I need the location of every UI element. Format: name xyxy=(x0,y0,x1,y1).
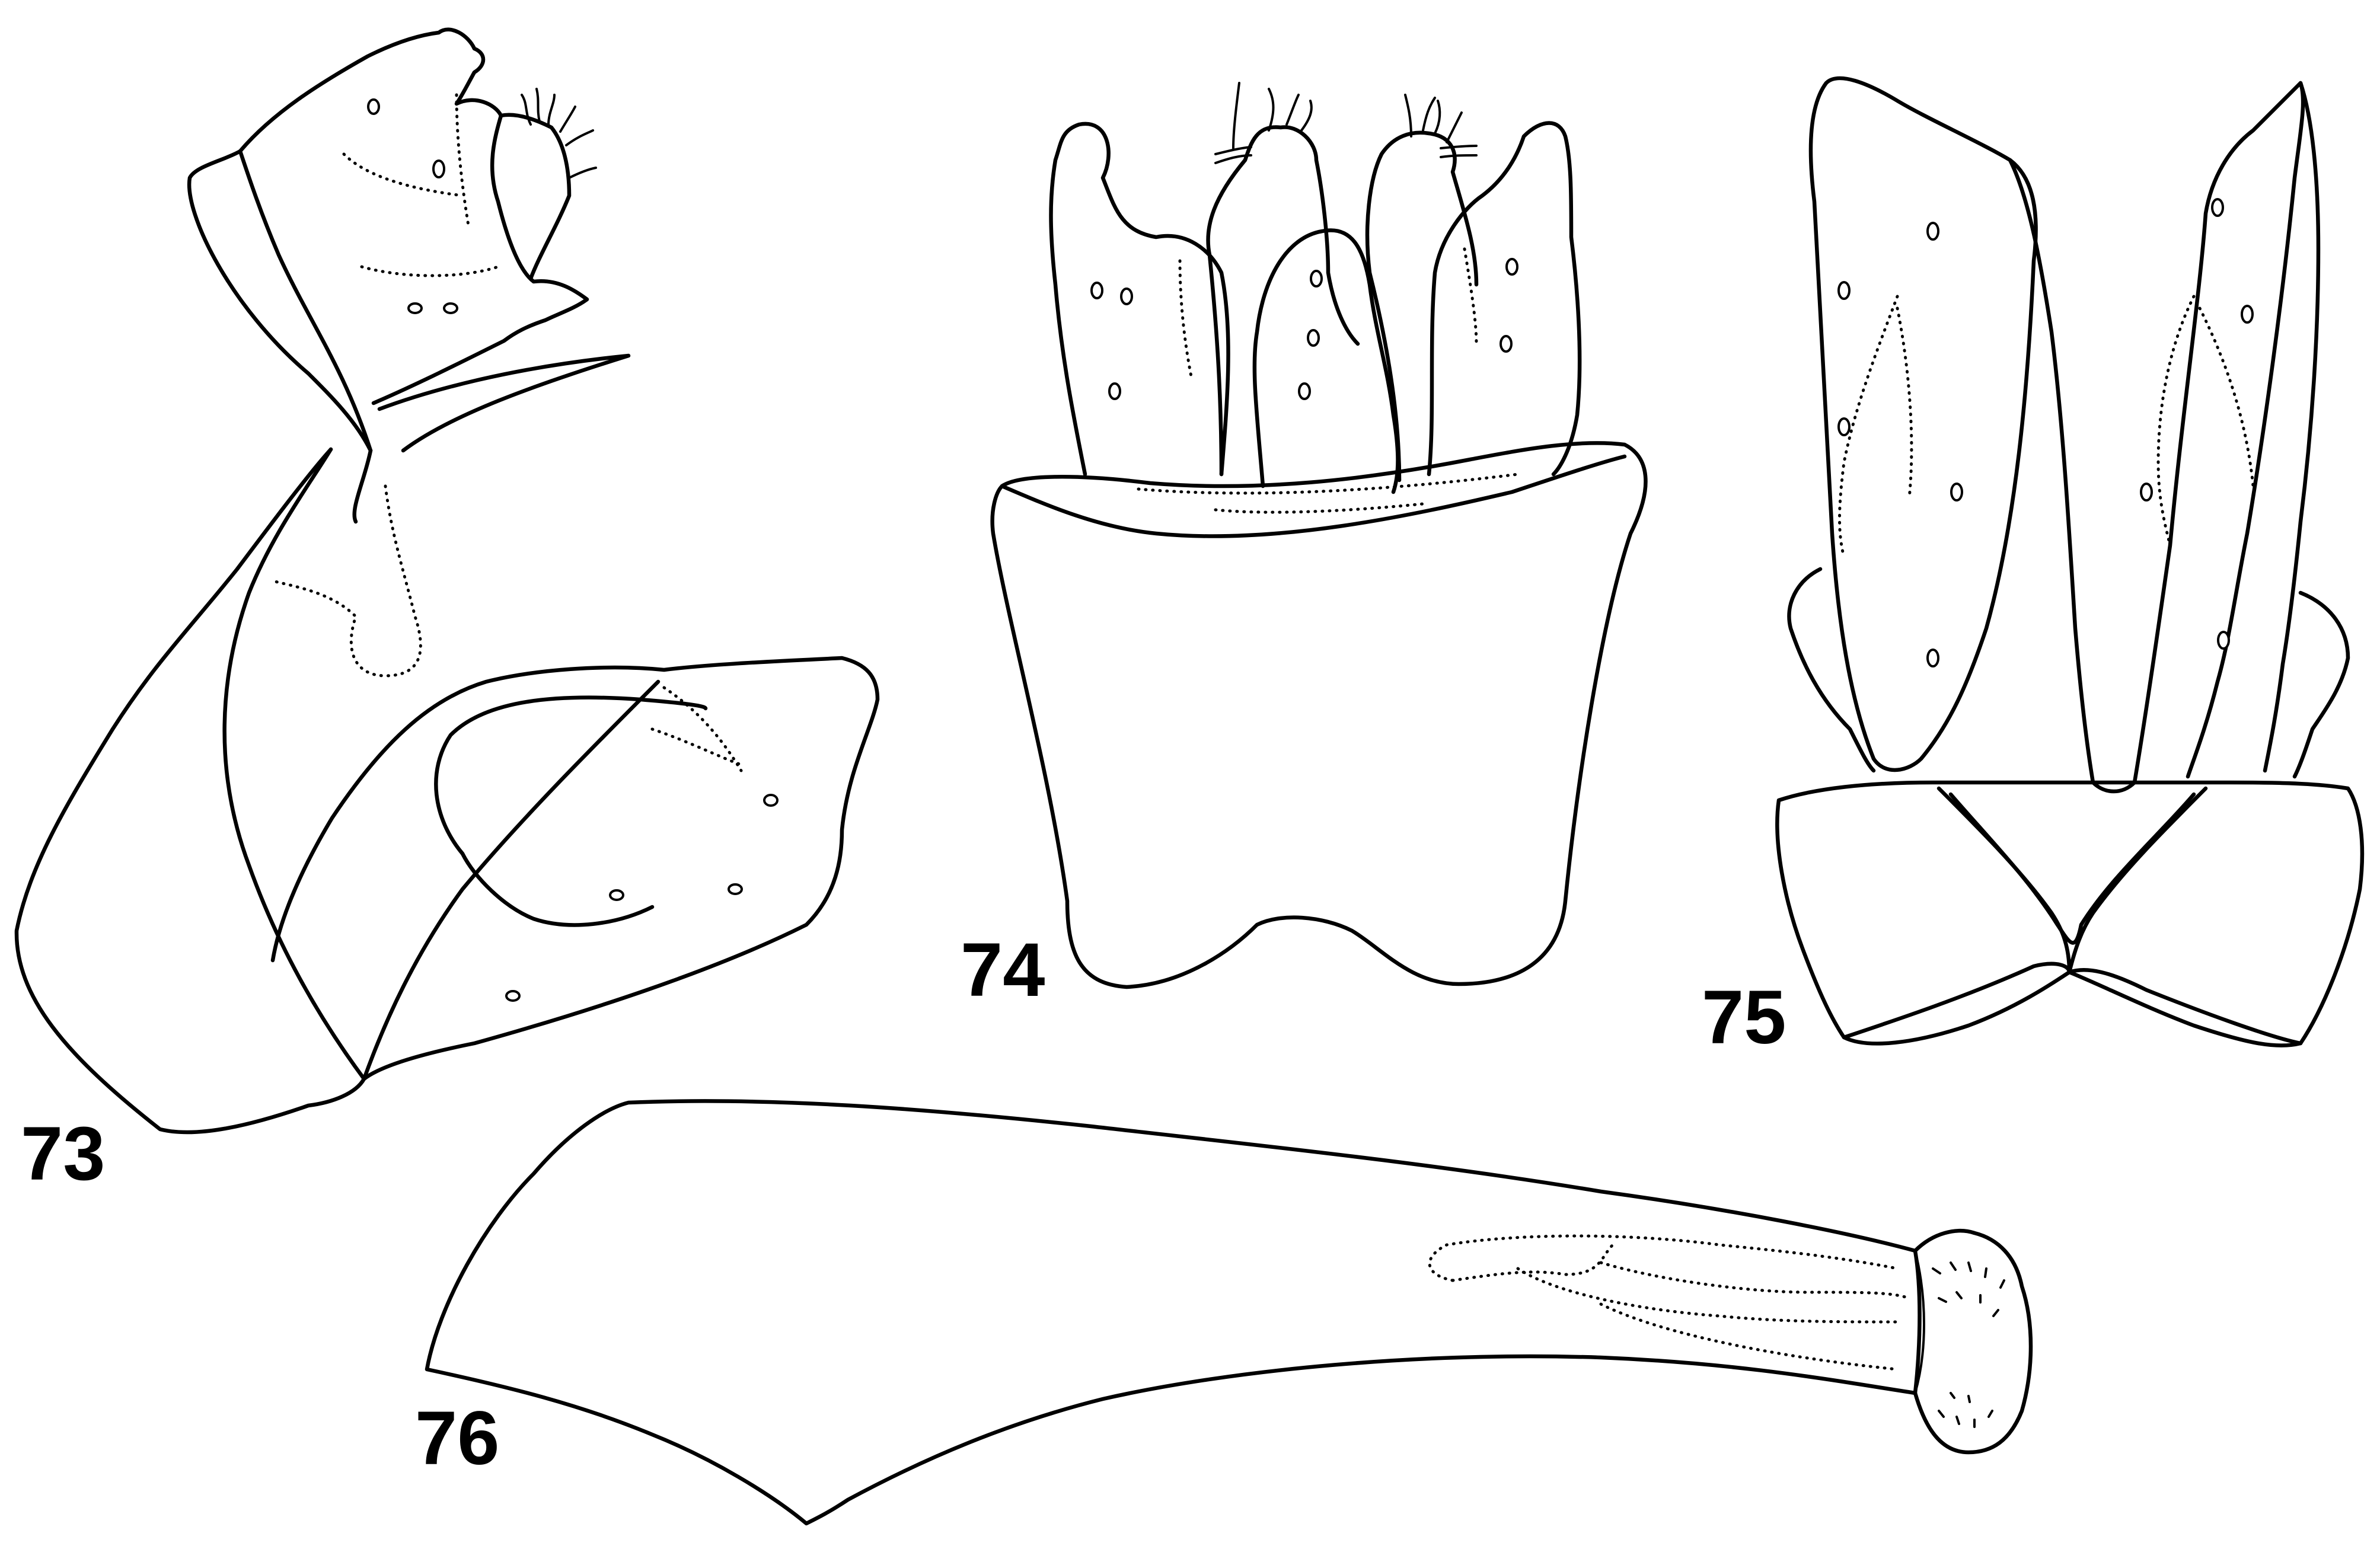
fig73-cercus xyxy=(499,113,572,281)
fig76-cap-seam xyxy=(1914,1250,1925,1394)
fig74-dotted-2 xyxy=(1463,247,1478,346)
figure-label-76: 76 xyxy=(415,1396,499,1481)
fig75-pore xyxy=(1926,222,1939,241)
fig75-left-lobe xyxy=(1808,76,2038,772)
fig74-basal-segment xyxy=(990,441,1648,989)
fig75-base-lower xyxy=(1842,962,2303,1046)
fig75-x-inner xyxy=(1948,792,2196,945)
fig75-pore xyxy=(1950,483,1963,501)
figure-label-75: 75 xyxy=(1702,975,1786,1060)
fig73-cercus-spines xyxy=(521,88,597,179)
fig76-endophallus-dotted-5 xyxy=(1599,1302,1899,1371)
figure-76-drawing xyxy=(425,1099,2033,1526)
fig73-pore xyxy=(763,794,779,807)
fig73-dotted-line-4 xyxy=(271,484,422,678)
fig74-dotted-1 xyxy=(1178,259,1194,381)
fig73-hook-fold xyxy=(460,851,655,927)
fig73-lobe-dotted xyxy=(662,686,743,772)
fig74-basal-dotted xyxy=(1137,472,1520,495)
fig74-pore xyxy=(1120,288,1133,305)
figure-74-drawing xyxy=(990,82,1648,989)
fig74-left-lobe xyxy=(1049,122,1230,477)
fig73-lobe-dotted-2 xyxy=(650,727,743,766)
fig75-right-lobe xyxy=(2263,81,2321,773)
figure-label-74: 74 xyxy=(961,928,1045,1012)
fig75-dotted-left-2 xyxy=(1896,306,1913,500)
fig74-left-inner-lobe xyxy=(1206,125,1360,477)
fig74-right-lobe xyxy=(1427,121,1582,477)
fig75-dotted-right xyxy=(2156,295,2196,547)
fig73-pore xyxy=(432,159,445,178)
fig76-endophallus-dotted-3 xyxy=(1516,1267,1899,1324)
figure-75-drawing xyxy=(1775,76,2365,1047)
fig73-pore xyxy=(443,302,458,314)
fig75-pore xyxy=(1837,417,1851,436)
fig75-basal-plate xyxy=(1775,780,2365,1047)
fig74-pore xyxy=(1310,270,1323,288)
fig74-pore xyxy=(1090,282,1103,299)
fig74-spines xyxy=(1214,82,1478,164)
fig75-left-stalk xyxy=(2008,81,2305,794)
fig73-pore xyxy=(505,990,521,1002)
fig74-pore xyxy=(1108,382,1121,400)
fig73-tergite-rim xyxy=(238,149,373,453)
fig73-inner-hook xyxy=(434,695,708,856)
fig73-pore xyxy=(407,302,423,314)
fig74-centre-lobe xyxy=(1252,228,1400,494)
figure-73-drawing xyxy=(14,27,880,1135)
fig75-pore xyxy=(1926,649,1939,667)
fig73-dotted-line-3 xyxy=(455,93,470,227)
fig73-outer-segment xyxy=(14,447,366,1135)
fig76-body xyxy=(425,1099,1922,1526)
fig74-pore xyxy=(1307,329,1320,347)
fig75-pore xyxy=(2140,483,2153,501)
fig73-lobe-seam xyxy=(362,679,661,1081)
fig75-pore xyxy=(2241,305,2254,324)
fig73-pore xyxy=(367,98,380,115)
fig76-endophallus-dotted-4 xyxy=(1599,1261,1911,1300)
fig73-pore xyxy=(609,889,624,901)
fig75-left-knob xyxy=(1787,567,1876,773)
fig76-endophallus-dotted-1 xyxy=(1428,1234,1899,1282)
fig76-cap-setae xyxy=(1932,1261,2005,1428)
fig73-styloid xyxy=(377,353,631,453)
fig74-right-inner-lobe xyxy=(1365,130,1479,483)
fig75-right-knob xyxy=(2292,590,2350,779)
fig75-pore xyxy=(2211,198,2224,217)
fig73-pore xyxy=(728,883,743,895)
fig75-dotted-left xyxy=(1838,295,1899,559)
fig74-pore xyxy=(1298,382,1311,400)
fig74-pore xyxy=(1505,258,1518,276)
fig74-basal-dotted-2 xyxy=(1214,502,1425,514)
fig73-dotted-line-2 xyxy=(360,265,500,277)
fig73-tergite xyxy=(187,149,373,524)
fig73-dotted-line-1 xyxy=(342,152,464,197)
fig75-pore xyxy=(1837,281,1851,300)
fig74-pore xyxy=(1500,335,1513,353)
fig75-pore xyxy=(2217,631,2230,650)
figure-label-73: 73 xyxy=(21,1111,105,1196)
fig76-endophallus-dotted-2 xyxy=(1451,1243,1615,1282)
fig76-apical-cap xyxy=(1913,1229,2033,1455)
fig73-lower-lobe xyxy=(270,656,880,1081)
fig73-upper-lobe xyxy=(238,27,589,405)
fig75-dotted-right-2 xyxy=(2198,306,2255,488)
fig73-inner-ridge xyxy=(222,447,366,1081)
fig74-basal-rim xyxy=(1000,454,1627,538)
